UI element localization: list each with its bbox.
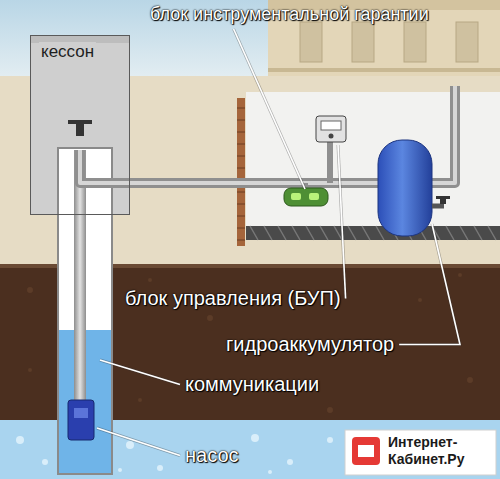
- aquifer-part-part: [268, 470, 272, 474]
- watermark-box-part: [352, 437, 380, 465]
- wall-rod: [237, 98, 245, 246]
- basement-part: [246, 226, 500, 240]
- aquifer-part-part: [16, 436, 24, 444]
- leader-line: [338, 145, 346, 299]
- leader-line-shadow: [100, 360, 180, 385]
- pump-part: [74, 408, 88, 418]
- soil-part-part: [418, 298, 422, 302]
- watermark: Интернет- Кабинет.Ру: [388, 434, 488, 468]
- house-part: [268, 68, 500, 72]
- house-part: [456, 22, 478, 62]
- soil-part-part: [148, 278, 152, 282]
- leader-line-shadow: [338, 145, 346, 299]
- soil-part-part: [27, 287, 33, 293]
- node-label: кессон: [39, 42, 96, 62]
- soil-part-part: [28, 368, 32, 372]
- soil-part-part: [467, 377, 473, 383]
- guarantee-block-part: [291, 193, 301, 200]
- part-label: гидроаккумулятор: [226, 333, 394, 356]
- aquifer-part-part: [157, 465, 163, 471]
- aquifer-part-part: [118, 468, 122, 472]
- house-part: [352, 22, 374, 62]
- part-label: блок управления (БУП): [125, 287, 341, 310]
- control-unit-part: [321, 121, 341, 130]
- basement: [246, 92, 500, 240]
- caisson-tap: [68, 120, 92, 136]
- accumulator: [378, 140, 450, 236]
- well-casing: [58, 148, 112, 474]
- wall-rod-part: [237, 108, 245, 240]
- leader-line: [234, 29, 305, 189]
- watermark-box: [345, 430, 496, 475]
- soil-part-part: [138, 398, 142, 402]
- soil-part-part: [327, 407, 333, 413]
- watermark-box-part: [358, 445, 374, 457]
- aquifer-part-part: [251, 434, 259, 442]
- wall-rod-part: [237, 98, 245, 246]
- leader-line: [100, 360, 180, 385]
- accumulator-part: [378, 140, 432, 236]
- guarantee-block-part: [284, 188, 328, 206]
- basement-part: [250, 226, 496, 240]
- aquifer-part-part: [126, 441, 134, 449]
- leader-line: [399, 224, 460, 345]
- accumulator-part: [436, 196, 450, 199]
- soil-part-part: [458, 273, 462, 277]
- aquifer-part-part: [287, 459, 293, 465]
- house-part: [300, 22, 322, 62]
- pump-part: [68, 400, 94, 440]
- soil-part-part: [207, 315, 213, 321]
- part-label: насос: [185, 444, 239, 467]
- well-casing-part: [58, 148, 112, 474]
- guarantee-block: [284, 188, 328, 206]
- pump: [68, 400, 94, 440]
- part-label: блок инструментальной гарантии: [150, 4, 429, 25]
- leader-line: [97, 428, 180, 456]
- basement-part: [246, 92, 500, 234]
- part-label: коммуникации: [185, 373, 319, 396]
- leader-line-shadow: [234, 29, 305, 189]
- caisson-tap-part: [68, 120, 92, 124]
- control-unit-part: [316, 116, 346, 142]
- leader-line-shadow: [399, 224, 460, 345]
- control-unit-part: [329, 134, 334, 139]
- watermark-box-part: [345, 430, 496, 475]
- guarantee-block-part: [309, 193, 319, 200]
- caisson-box: кессон: [30, 35, 130, 215]
- leader-line-shadow: [97, 428, 180, 456]
- aquifer-part-part: [327, 437, 333, 443]
- caisson-tap-part: [76, 122, 84, 136]
- aquifer-part-part: [42, 459, 48, 465]
- accumulator-part: [432, 204, 444, 209]
- control-unit: [316, 116, 346, 142]
- house-part: [404, 22, 426, 62]
